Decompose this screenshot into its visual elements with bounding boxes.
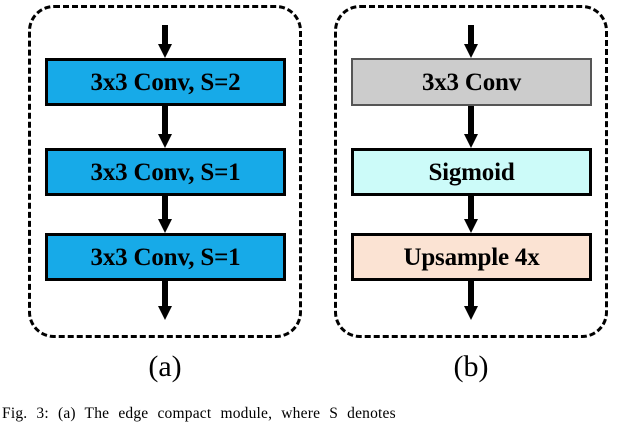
panel-b-stage: 3x3 Conv Sigmoid Upsample 4x bbox=[334, 0, 608, 338]
arrow-head bbox=[464, 134, 478, 148]
arrow-head bbox=[158, 134, 172, 148]
arrow-shaft bbox=[162, 196, 168, 220]
panel-b-block-2-label: Sigmoid bbox=[428, 158, 515, 186]
arrow-head bbox=[158, 219, 172, 233]
panel-b-input-arrow-icon bbox=[464, 25, 478, 58]
panel-b-block-1-label: 3x3 Conv bbox=[421, 68, 522, 96]
arrow-head bbox=[464, 44, 478, 58]
arrow-shaft bbox=[468, 281, 474, 307]
arrow-head bbox=[158, 306, 172, 320]
panel-b-arrow-block1-to-block2-icon bbox=[464, 106, 478, 148]
arrow-head bbox=[464, 219, 478, 233]
panel-b-sublabel: (b) bbox=[453, 350, 489, 383]
arrow-shaft bbox=[162, 106, 168, 135]
panel-a-arrow-block1-to-block2-icon bbox=[158, 106, 172, 148]
panel-b-block-3-label: Upsample 4x bbox=[403, 243, 540, 271]
arrow-shaft bbox=[468, 106, 474, 135]
panel-a-output-arrow-icon bbox=[158, 281, 172, 320]
panel-a-sublabel: (a) bbox=[148, 350, 182, 383]
panel-a-block-1[interactable]: 3x3 Conv, S=2 bbox=[45, 58, 286, 106]
arrow-shaft bbox=[468, 25, 474, 45]
panel-a-block-2-label: 3x3 Conv, S=1 bbox=[90, 158, 241, 186]
panel-a-input-arrow-icon bbox=[158, 25, 172, 58]
arrow-head bbox=[464, 306, 478, 320]
arrow-head bbox=[158, 44, 172, 58]
panel-b-block-2[interactable]: Sigmoid bbox=[351, 148, 592, 196]
arrow-shaft bbox=[162, 25, 168, 45]
figure-caption: Fig. 3: (a) The edge compact module, whe… bbox=[2, 405, 396, 422]
panel-b-block-3[interactable]: Upsample 4x bbox=[351, 233, 592, 281]
arrow-shaft bbox=[162, 281, 168, 307]
panel-b-block-1[interactable]: 3x3 Conv bbox=[351, 58, 592, 106]
panel-a-block-3-label: 3x3 Conv, S=1 bbox=[90, 243, 241, 271]
panel-a-arrow-block2-to-block3-icon bbox=[158, 196, 172, 233]
arrow-shaft bbox=[468, 196, 474, 220]
panel-b-output-arrow-icon bbox=[464, 281, 478, 320]
panel-a-block-1-label: 3x3 Conv, S=2 bbox=[90, 68, 241, 96]
panel-b-arrow-block2-to-block3-icon bbox=[464, 196, 478, 233]
panel-a-block-3[interactable]: 3x3 Conv, S=1 bbox=[45, 233, 286, 281]
panel-a-block-2[interactable]: 3x3 Conv, S=1 bbox=[45, 148, 286, 196]
panel-a-stage: 3x3 Conv, S=2 3x3 Conv, S=1 3x3 Conv, S=… bbox=[28, 0, 302, 338]
